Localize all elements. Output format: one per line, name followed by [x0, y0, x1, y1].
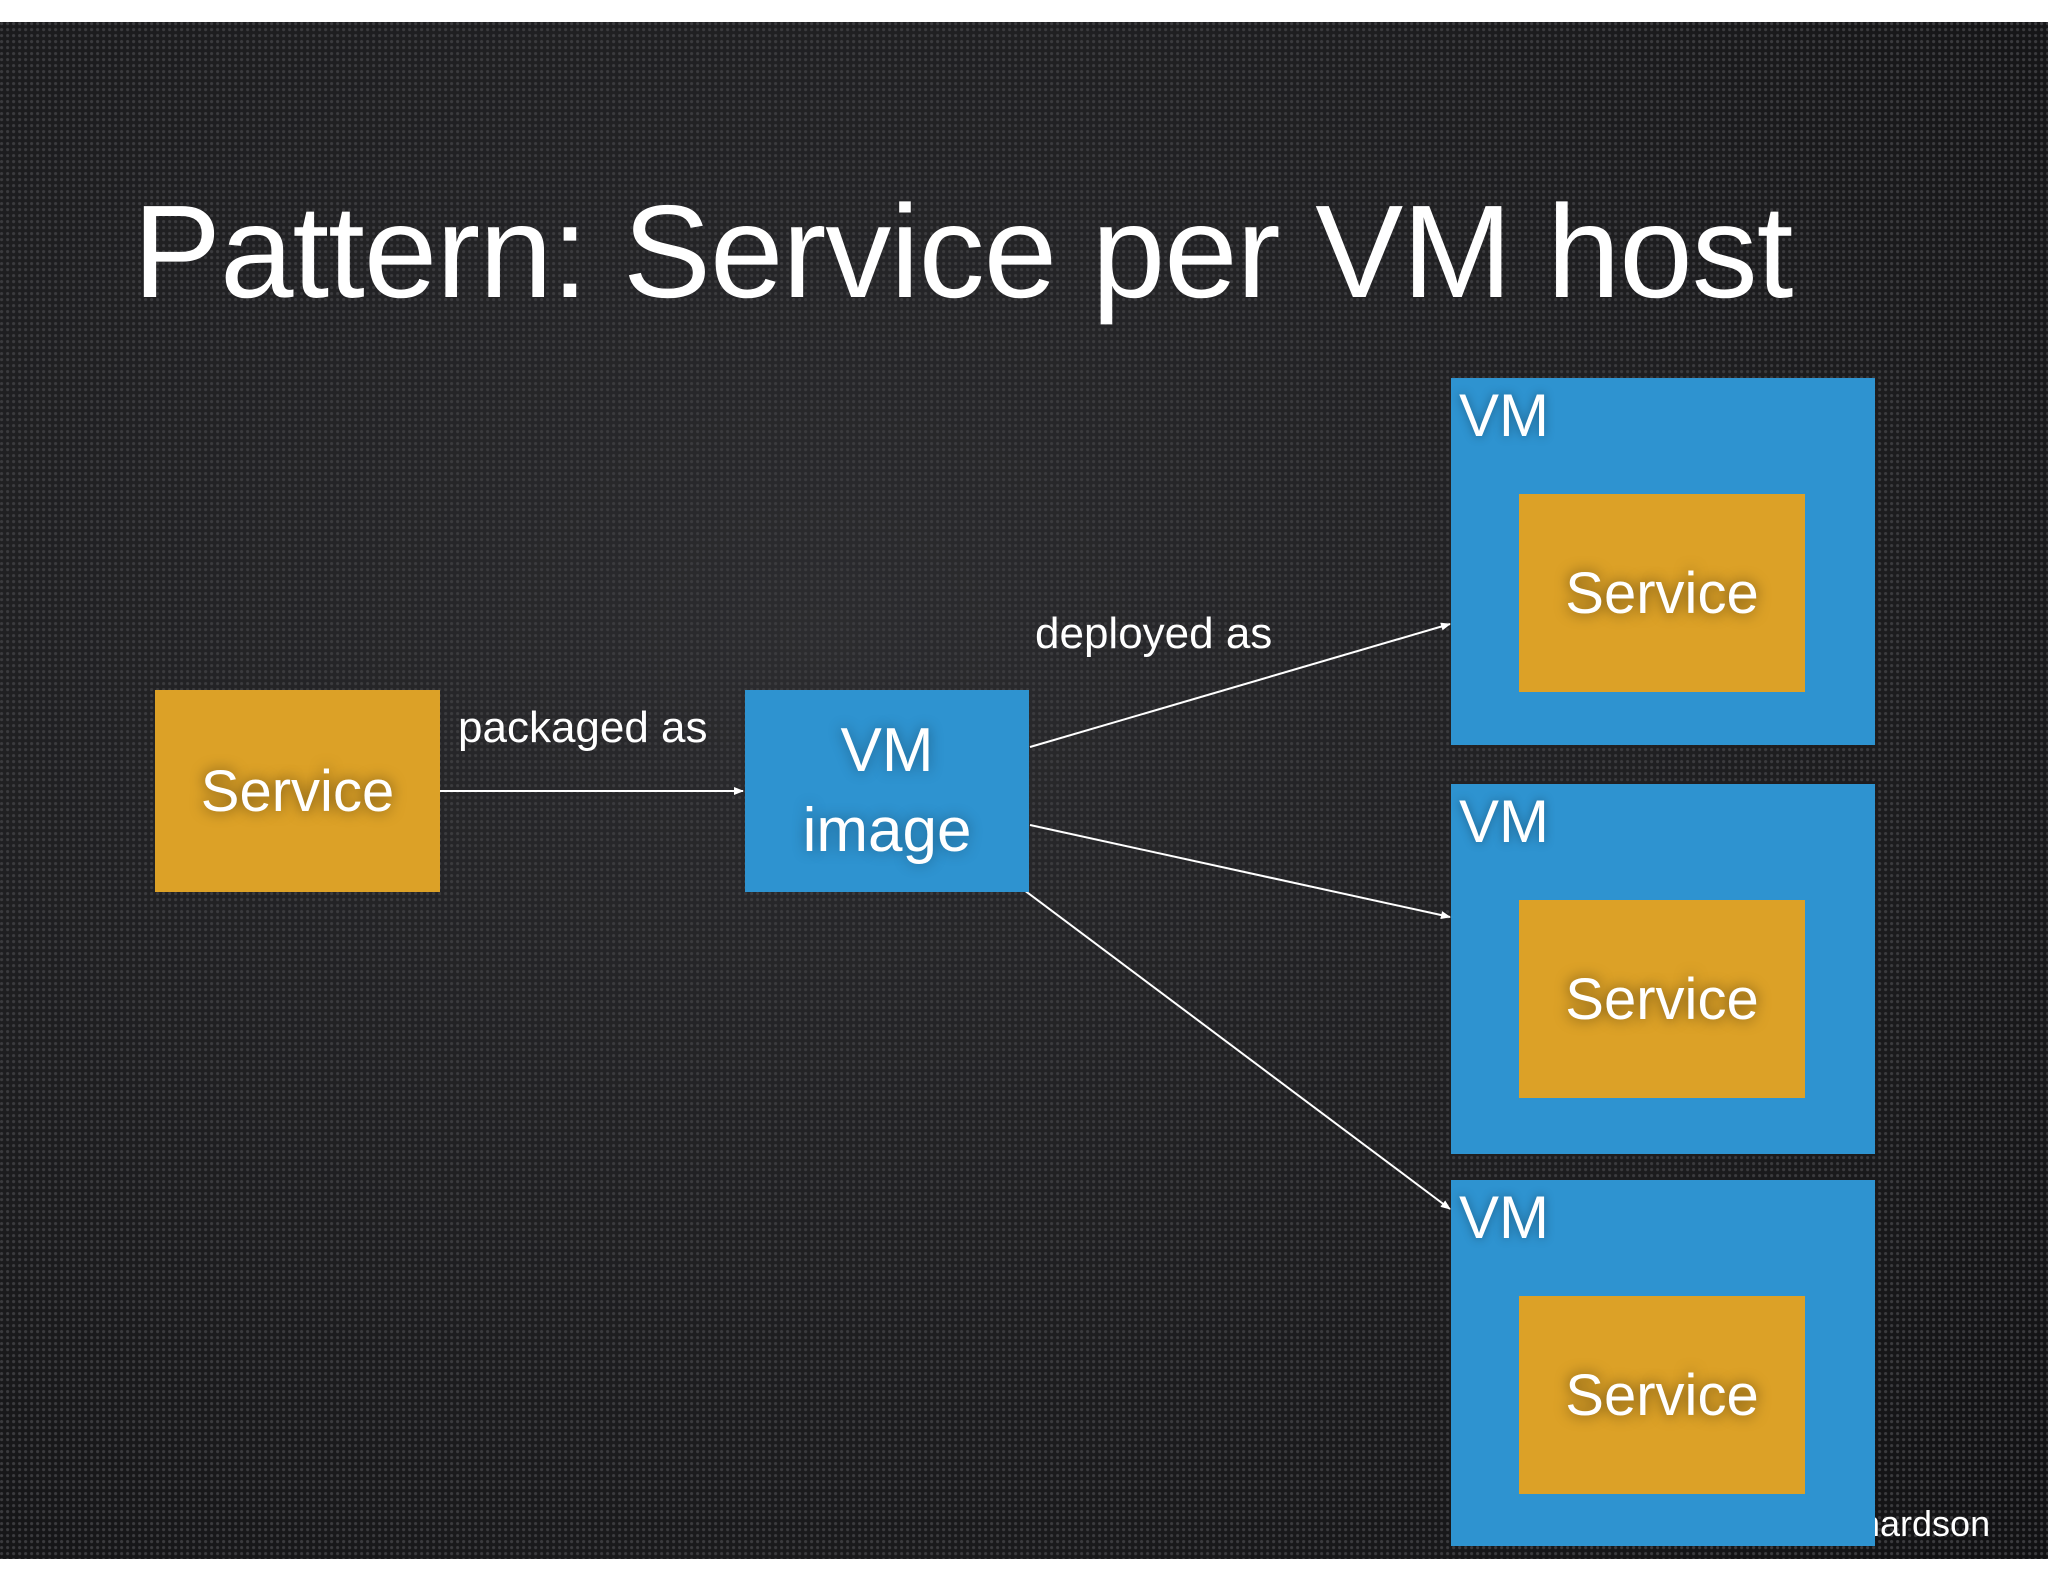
vm-box-1: VM Service [1451, 378, 1875, 745]
slide: Pattern: Service per VM host Service pac… [0, 22, 2048, 1559]
vm-service-label: Service [1565, 966, 1759, 1032]
arrow-deployed-vm-1 [1029, 622, 1451, 748]
vm-image-label-line1: VM [840, 716, 934, 785]
packaged-as-label: packaged as [458, 703, 708, 752]
arrow-deployed-vm-3 [1019, 886, 1451, 1210]
vm-service-label: Service [1565, 1362, 1759, 1428]
vm-image-label-line2: image [802, 796, 972, 865]
connector-arrows [440, 622, 1451, 1210]
arrow-deployed-vm-2 [1029, 824, 1451, 919]
deployed-as-label: deployed as [1035, 609, 1273, 658]
vm-box-3: VM Service [1451, 1180, 1875, 1546]
vm-label: VM [1459, 788, 1549, 855]
slide-title: Pattern: Service per VM host [133, 178, 1793, 325]
vm-service-box: Service [1519, 494, 1805, 692]
vm-image-box: VM image [745, 690, 1029, 892]
source-service-label: Service [200, 758, 395, 824]
vm-service-box: Service [1519, 1296, 1805, 1494]
footer-credit: hardson [1860, 1503, 1991, 1544]
vm-box-2: VM Service [1451, 784, 1875, 1154]
vm-label: VM [1459, 382, 1549, 449]
source-service-box: Service [155, 690, 440, 892]
vm-service-label: Service [1565, 560, 1759, 626]
vm-label: VM [1459, 1184, 1549, 1251]
vm-service-box: Service [1519, 900, 1805, 1098]
